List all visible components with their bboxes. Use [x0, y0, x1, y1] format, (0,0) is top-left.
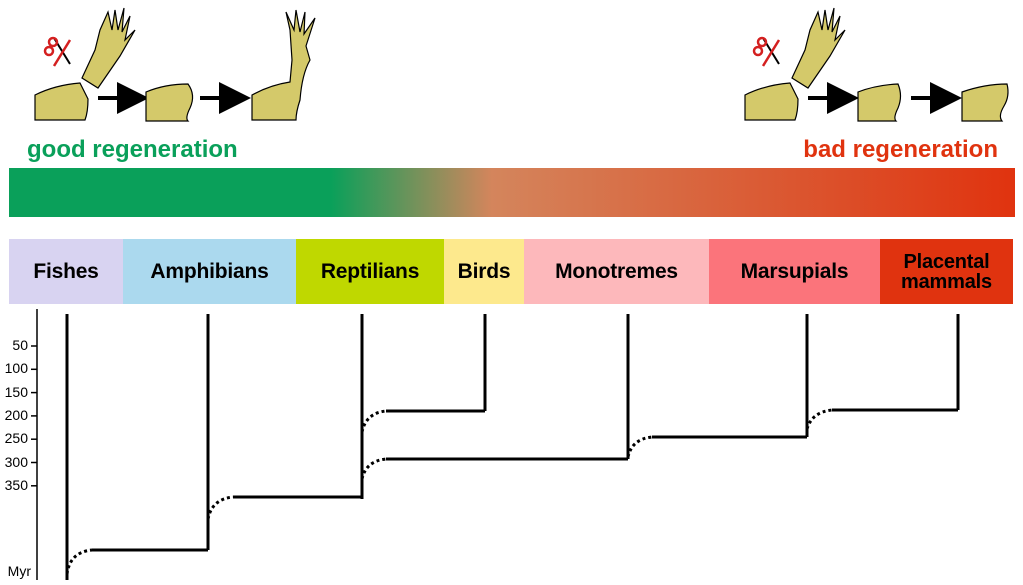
limb-blastema: [858, 84, 901, 121]
axis-ticks: [31, 346, 37, 486]
axis-tick-label: 350: [0, 477, 28, 493]
axis-tick-label: 50: [0, 337, 28, 353]
bad-regeneration-illustration: [745, 8, 1008, 121]
axis-tick-label: 250: [0, 430, 28, 446]
severed-hand: [792, 8, 845, 88]
regenerated-limb: [252, 10, 315, 120]
group-placental-mammals: Placental mammals: [880, 239, 1013, 304]
axis-tick-label: 150: [0, 384, 28, 400]
scar-stump: [962, 84, 1008, 121]
group-amphibians: Amphibians: [123, 239, 296, 304]
group-fishes: Fishes: [9, 239, 123, 304]
group-birds: Birds: [444, 239, 524, 304]
scissors-icon: [45, 38, 70, 66]
good-regeneration-label: good regeneration: [27, 136, 238, 164]
limb-stump: [35, 83, 88, 120]
tree-branches: [67, 314, 958, 580]
axis-unit-label: Myr: [0, 563, 31, 579]
limb-stump: [745, 83, 798, 120]
taxa-header-row: Fishes Amphibians Reptilians Birds Monot…: [9, 239, 1013, 304]
scissors-icon: [754, 38, 779, 66]
good-regeneration-illustration: [35, 8, 315, 121]
limb-blastema: [146, 84, 193, 121]
axis-tick-label: 100: [0, 360, 28, 376]
axis-tick-label: 300: [0, 454, 28, 470]
group-reptilians: Reptilians: [296, 239, 444, 304]
group-marsupials: Marsupials: [709, 239, 880, 304]
severed-hand: [82, 8, 135, 88]
axis-tick-label: 200: [0, 407, 28, 423]
bad-regeneration-label: bad regeneration: [803, 136, 998, 164]
group-monotremes: Monotremes: [524, 239, 709, 304]
regeneration-gradient-bar: [9, 168, 1015, 217]
phylogeny-area: [0, 304, 1023, 580]
phylogenetic-tree: [0, 304, 1023, 580]
